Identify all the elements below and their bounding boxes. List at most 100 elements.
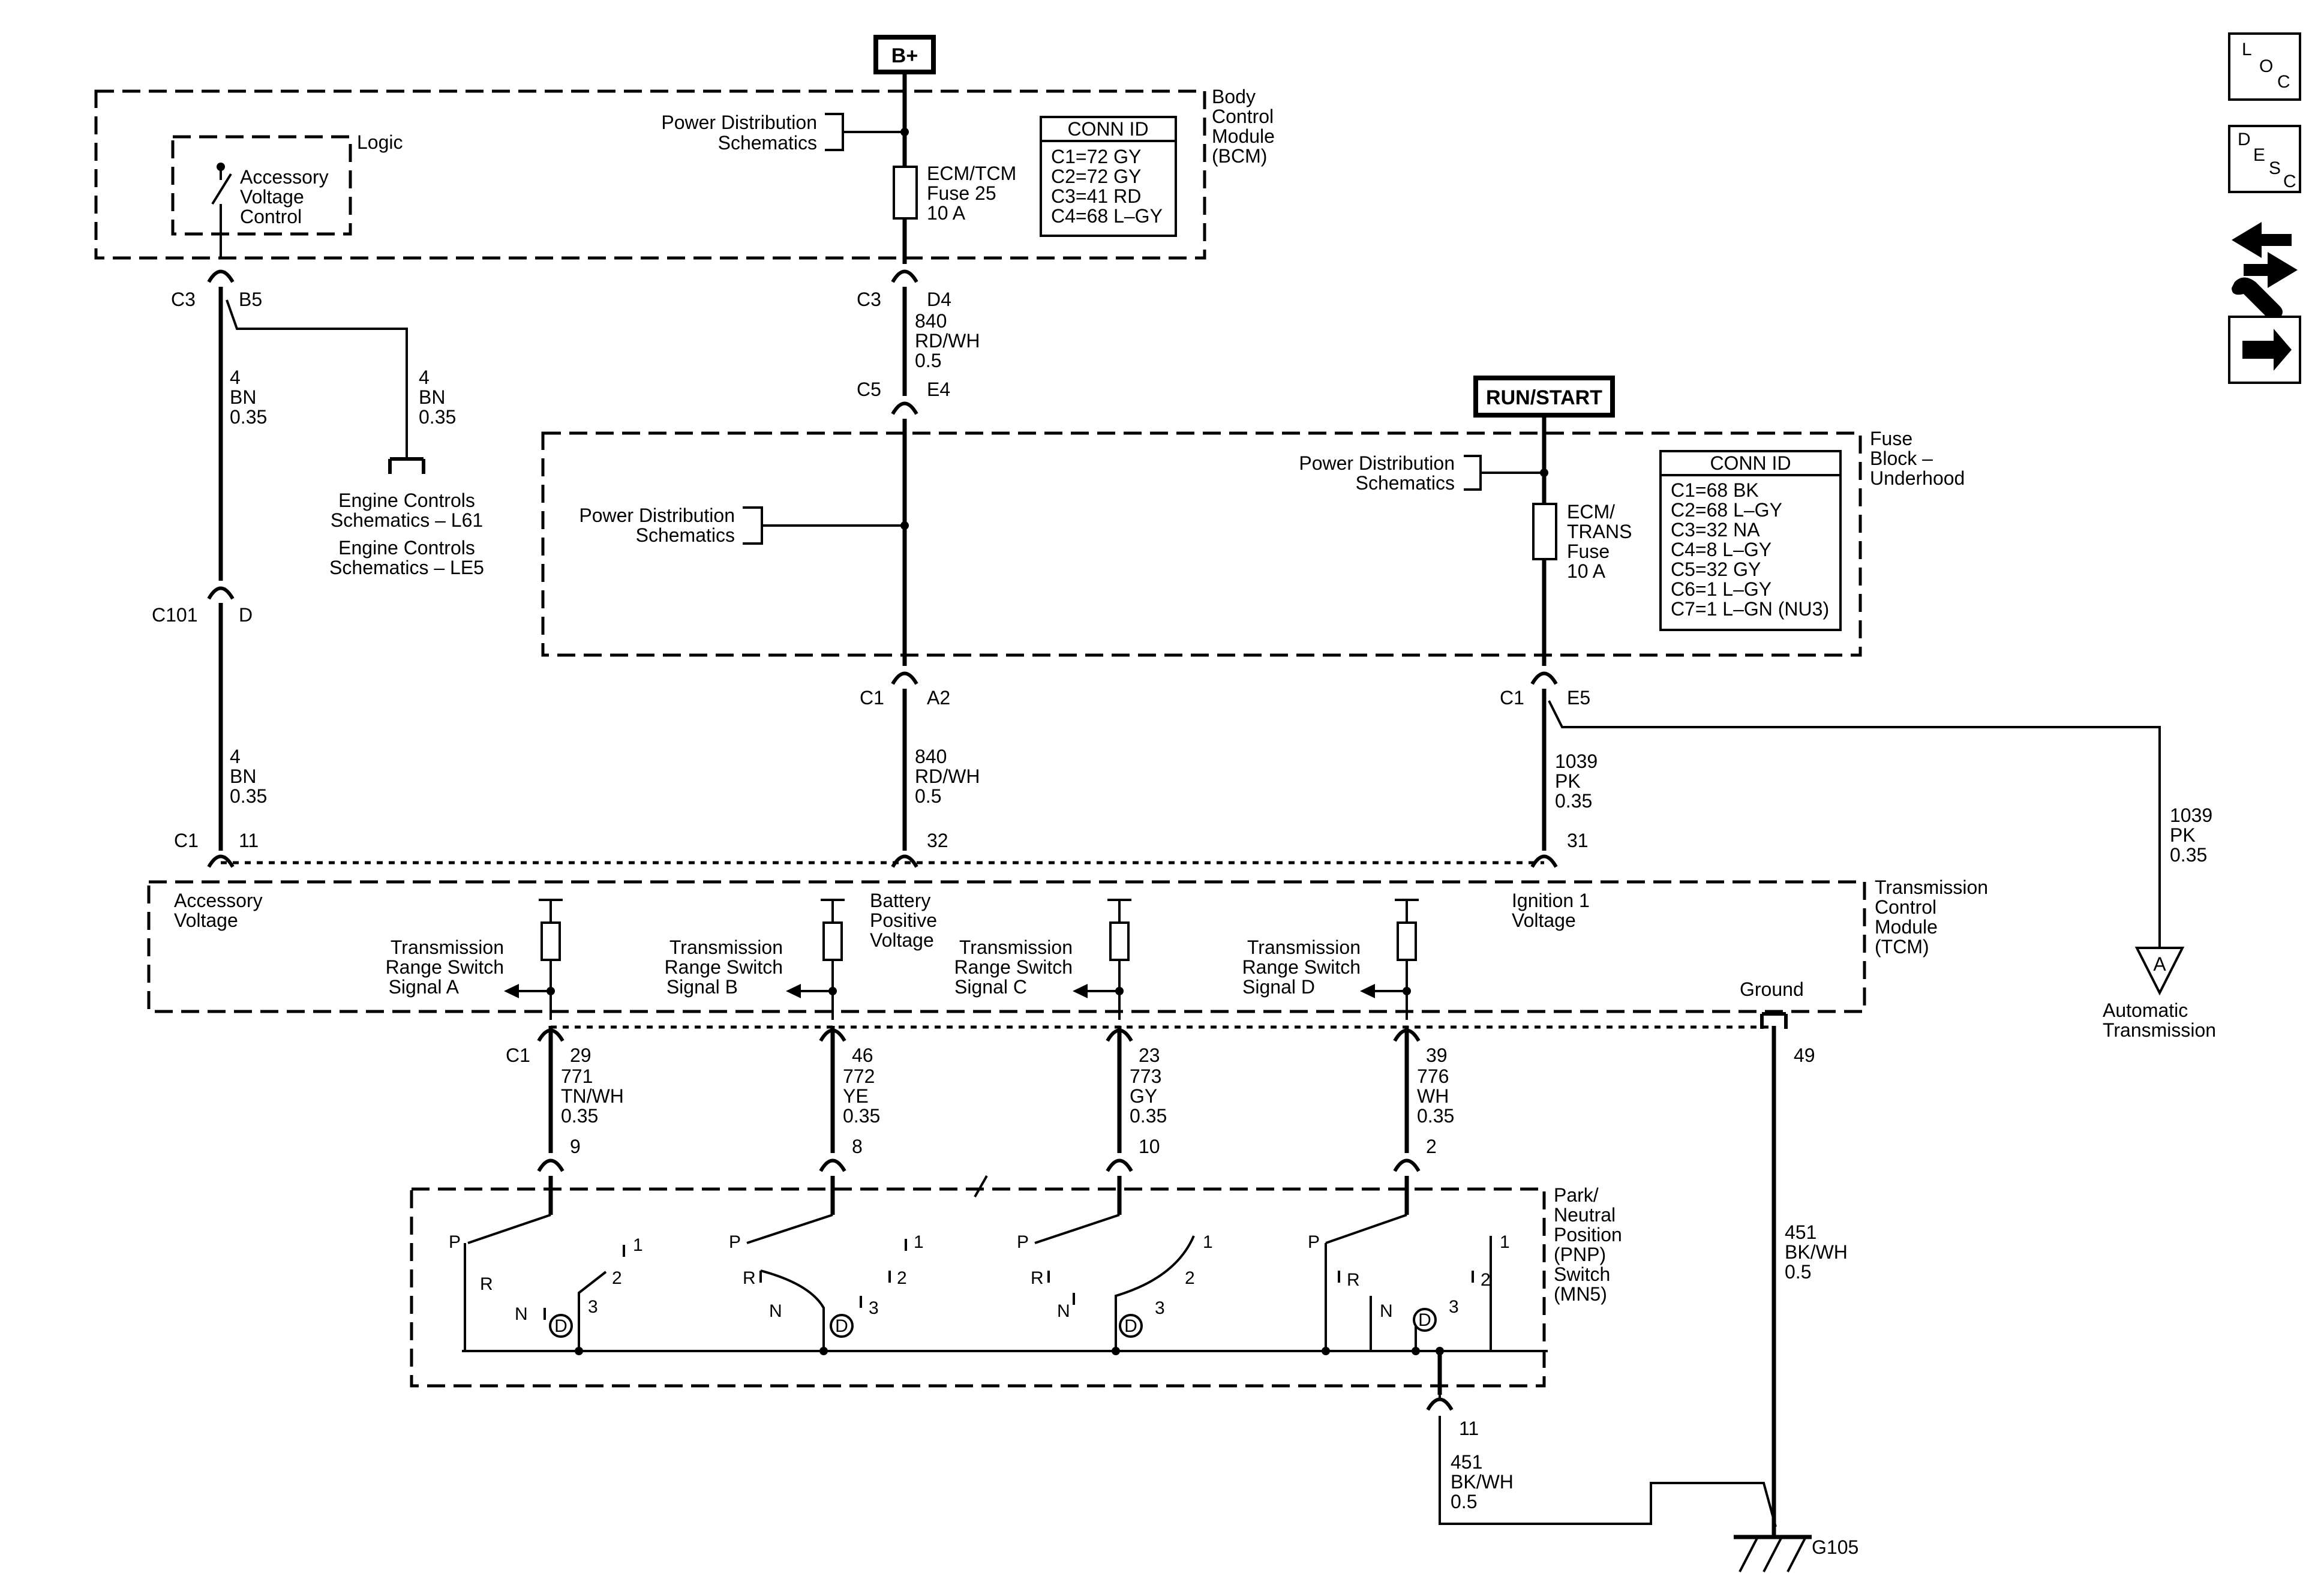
tcm-bat-3: Voltage — [870, 929, 934, 951]
auto-trans-label-2: Transmission — [2103, 1019, 2216, 1041]
fb-fuse-3: Fuse — [1567, 541, 1610, 562]
wire-4c-size: 0.35 — [230, 785, 267, 807]
bcm-name-4: (BCM) — [1212, 145, 1267, 167]
conn-tcm-29: 29 — [570, 1044, 591, 1066]
tcm-ign-2: Voltage — [1512, 909, 1576, 931]
wrench-arrows-icon[interactable] — [2232, 222, 2298, 321]
conn-tcm-11: 11 — [239, 830, 259, 851]
fb-conn-id-3: C3=32 NA — [1671, 519, 1760, 541]
bcm-conn-id-3: C3=41 RD — [1051, 185, 1141, 207]
wire-773-num: 773 — [1130, 1065, 1161, 1087]
wire-4b-size: 0.35 — [419, 406, 456, 428]
fb-fuse-2: TRANS — [1567, 521, 1632, 542]
fb-conn-id-table: CONN ID C1=68 BK C2=68 L–GY C3=32 NA C4=… — [1659, 450, 1842, 631]
loc-c: C — [2277, 72, 2290, 92]
wire-4c-num: 4 — [230, 746, 241, 767]
fb-pd-left-2: Schematics — [636, 524, 735, 546]
conn-pnp-11: 11 — [1459, 1418, 1479, 1439]
wire-1039b-color: PK — [2170, 824, 2196, 846]
pos-c-r: R — [1031, 1268, 1044, 1288]
wire-451b-color: BK/WH — [1451, 1471, 1514, 1493]
wire-772-size: 0.35 — [843, 1105, 880, 1127]
pos-a-2: 2 — [612, 1268, 622, 1288]
signal-d-1: Transmission — [1247, 936, 1361, 958]
conn-fb-a2: A2 — [927, 687, 950, 709]
fb-conn-id-4: C4=8 L–GY — [1671, 539, 1771, 560]
wire-840a-color: RD/WH — [915, 330, 980, 352]
wire-4b-color: BN — [419, 386, 445, 408]
signal-a-2: Range Switch — [386, 956, 504, 978]
pullup-resistor-c-icon — [1073, 899, 1131, 1020]
fb-fuse-4: 10 A — [1567, 560, 1606, 582]
pos-c-p: P — [1017, 1232, 1029, 1252]
desc-icon[interactable]: D E S C — [2228, 125, 2301, 193]
next-arrow-icon[interactable] — [2228, 316, 2301, 384]
wires — [218, 72, 2161, 1527]
conn-tcm-23: 23 — [1139, 1044, 1160, 1066]
fb-fuse-1: ECM/ — [1567, 501, 1615, 523]
loc-icon[interactable]: L O C — [2228, 32, 2301, 101]
tcm-acc-volt-1: Accessory — [174, 890, 263, 911]
pnp-switch-a: P R N D 3 2 1 — [449, 1214, 643, 1351]
tcm-name-4: (TCM) — [1875, 936, 1929, 957]
pnp-switch-b: P R N D 3 2 1 — [729, 1214, 924, 1351]
conn-fb-c1-left: C1 — [860, 687, 884, 709]
pullup-resistor-a-icon — [504, 899, 563, 1020]
bcm-fuse-2: Fuse 25 — [927, 182, 996, 204]
tcm-bat-2: Positive — [870, 909, 937, 931]
fb-pd-right-2: Schematics — [1356, 472, 1455, 494]
signal-b-2: Range Switch — [665, 956, 783, 978]
conn-tcm-49: 49 — [1794, 1044, 1815, 1066]
pnp-switch-c: P R N D 3 2 1 — [1017, 1214, 1213, 1351]
automatic-transmission-ref: A Automatic Transmission — [2103, 947, 2216, 1041]
pos-d-3: 3 — [1449, 1297, 1459, 1317]
fb-conn-id-7: C7=1 L–GN (NU3) — [1671, 598, 1829, 620]
fb-conn-id-5: C5=32 GY — [1671, 559, 1761, 580]
acc-volt-ctrl-1: Accessory — [240, 166, 329, 188]
fb-conn-id-1: C1=68 BK — [1671, 479, 1759, 501]
wire-840b-size: 0.5 — [915, 785, 941, 807]
pnp-name-4: (PNP) — [1554, 1244, 1606, 1265]
wire-451b-num: 451 — [1451, 1451, 1482, 1473]
conn-pnp-10: 10 — [1139, 1136, 1160, 1157]
side-icons: L O C D E S C — [2228, 32, 2301, 384]
ground-label: G105 — [1812, 1536, 1858, 1558]
ecm-trans-fuse-icon — [1532, 503, 1557, 560]
bcm-name-3: Module — [1212, 125, 1275, 147]
pos-d-1: 1 — [1500, 1232, 1510, 1252]
engine-controls-4: Schematics – LE5 — [329, 557, 484, 578]
pos-d-2: 2 — [1481, 1270, 1491, 1290]
bcm-conn-id-2: C2=72 GY — [1051, 166, 1141, 187]
wire-840b-color: RD/WH — [915, 766, 980, 787]
tcm-name-2: Control — [1875, 896, 1936, 918]
signal-c-2: Range Switch — [954, 956, 1073, 978]
signal-b-3: Signal B — [666, 976, 738, 998]
wire-451b-size: 0.5 — [1451, 1491, 1477, 1512]
conn-bcm-c3-mid: C3 — [857, 289, 881, 310]
wire-771-num: 771 — [561, 1065, 593, 1087]
tcm-bat-1: Battery — [870, 890, 930, 911]
bplus-label: B+ — [891, 44, 918, 67]
conn-fb-e4: E4 — [927, 379, 950, 400]
pos-b-p: P — [729, 1232, 741, 1252]
fb-name-3: Underhood — [1870, 467, 1965, 489]
conn-fb-e5: E5 — [1567, 687, 1590, 709]
pnp-switch-d: P R N D 3 2 1 — [1308, 1214, 1510, 1351]
pos-a-3: 3 — [588, 1297, 598, 1317]
pos-b-n: N — [769, 1301, 782, 1321]
run-start-source: RUN/START — [1473, 376, 1615, 418]
pos-c-2: 2 — [1185, 1268, 1195, 1288]
auto-trans-label-1: Automatic — [2103, 999, 2188, 1021]
conn-tcm-c1-top: C1 — [174, 830, 199, 851]
bcm-conn-id-4: C4=68 L–GY — [1051, 205, 1163, 227]
connector-symbols — [207, 269, 1788, 1411]
bcm-name-2: Control — [1212, 106, 1274, 127]
conn-bcm-d4: D4 — [927, 289, 951, 310]
fb-name-1: Fuse — [1870, 428, 1912, 449]
pos-a-r: R — [480, 1274, 493, 1294]
accessory-switch-icon — [211, 163, 232, 258]
pos-c-n: N — [1057, 1301, 1070, 1321]
bcm-module: Body Control Module (BCM) Logic Accessor… — [94, 86, 1275, 260]
conn-tcm-39: 39 — [1426, 1044, 1448, 1066]
signal-c-3: Signal C — [954, 976, 1027, 998]
